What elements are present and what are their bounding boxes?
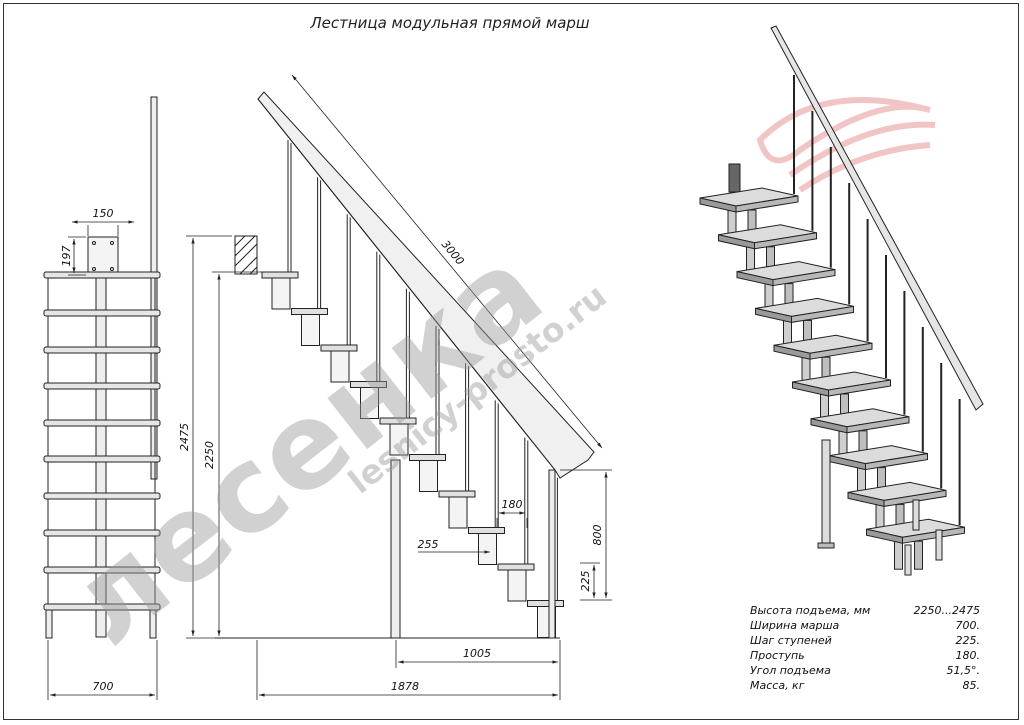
iso-tread-front <box>735 195 799 213</box>
drawing-title: Лестница модульная прямой марш <box>310 14 590 32</box>
front-handrail-post <box>150 96 158 480</box>
iso-tread-front <box>809 342 873 360</box>
front-view <box>43 96 161 639</box>
iso-foot <box>935 529 943 561</box>
drawing-frame <box>3 3 1019 720</box>
iso-tread-front <box>772 269 836 287</box>
iso-foot <box>904 544 912 576</box>
side-stringer-module <box>419 460 438 492</box>
iso-tread-front <box>754 232 817 250</box>
iso-tread-front <box>865 453 928 471</box>
iso-main-column <box>821 439 831 546</box>
iso-handrail <box>770 25 984 411</box>
side-stringer-module <box>301 314 320 346</box>
side-stringer-module <box>478 533 497 565</box>
side-tread <box>497 563 535 571</box>
side-stringer-module <box>271 277 291 310</box>
iso-tread-front <box>883 489 947 507</box>
side-tread <box>261 271 299 279</box>
front-tread <box>43 346 161 354</box>
iso-wall-plate <box>728 163 741 193</box>
side-stringer-module <box>448 496 468 529</box>
iso-module <box>914 540 923 570</box>
front-tread <box>43 309 161 317</box>
front-tread <box>43 603 161 611</box>
watermark-logo <box>756 97 936 193</box>
iso-module <box>894 538 903 570</box>
step-rise-dim: 225 <box>579 571 592 592</box>
front-tread <box>43 382 161 390</box>
front-tread <box>43 271 161 279</box>
side-tread <box>438 490 476 498</box>
side-stringer-module <box>507 569 527 602</box>
side-end-post <box>548 469 556 639</box>
plate-height-dim: 197 <box>60 246 73 267</box>
front-tread <box>43 529 161 537</box>
iso-foot <box>912 499 920 531</box>
iso-tread-front <box>828 379 891 397</box>
side-main-column <box>390 459 401 639</box>
front-tread <box>43 566 161 574</box>
plate-width-dim: 150 <box>93 207 114 220</box>
height-total-dim: 2475 <box>178 423 191 451</box>
front-tread <box>43 455 161 463</box>
post-height-dim: 800 <box>591 525 604 546</box>
side-tread <box>468 527 505 534</box>
isometric-view <box>699 25 984 576</box>
iso-tread-front <box>846 416 910 434</box>
front-width-dim: 700 <box>93 680 114 693</box>
iso-tread-front <box>902 526 965 544</box>
side-dimensions <box>186 74 612 700</box>
length-total-dim: 1878 <box>391 680 419 693</box>
height-rise-dim: 2250 <box>203 441 216 469</box>
front-dimensions <box>47 220 158 700</box>
going-dim: 180 <box>502 498 523 511</box>
side-tread <box>527 600 564 607</box>
watermark-main-text: лесенка <box>42 220 566 672</box>
length-part-dim: 1005 <box>463 647 491 660</box>
iso-tread-front <box>791 305 854 323</box>
tread-dim: 255 <box>418 538 439 551</box>
front-tread <box>43 492 161 500</box>
side-tread <box>291 308 328 315</box>
front-tread <box>43 419 161 427</box>
